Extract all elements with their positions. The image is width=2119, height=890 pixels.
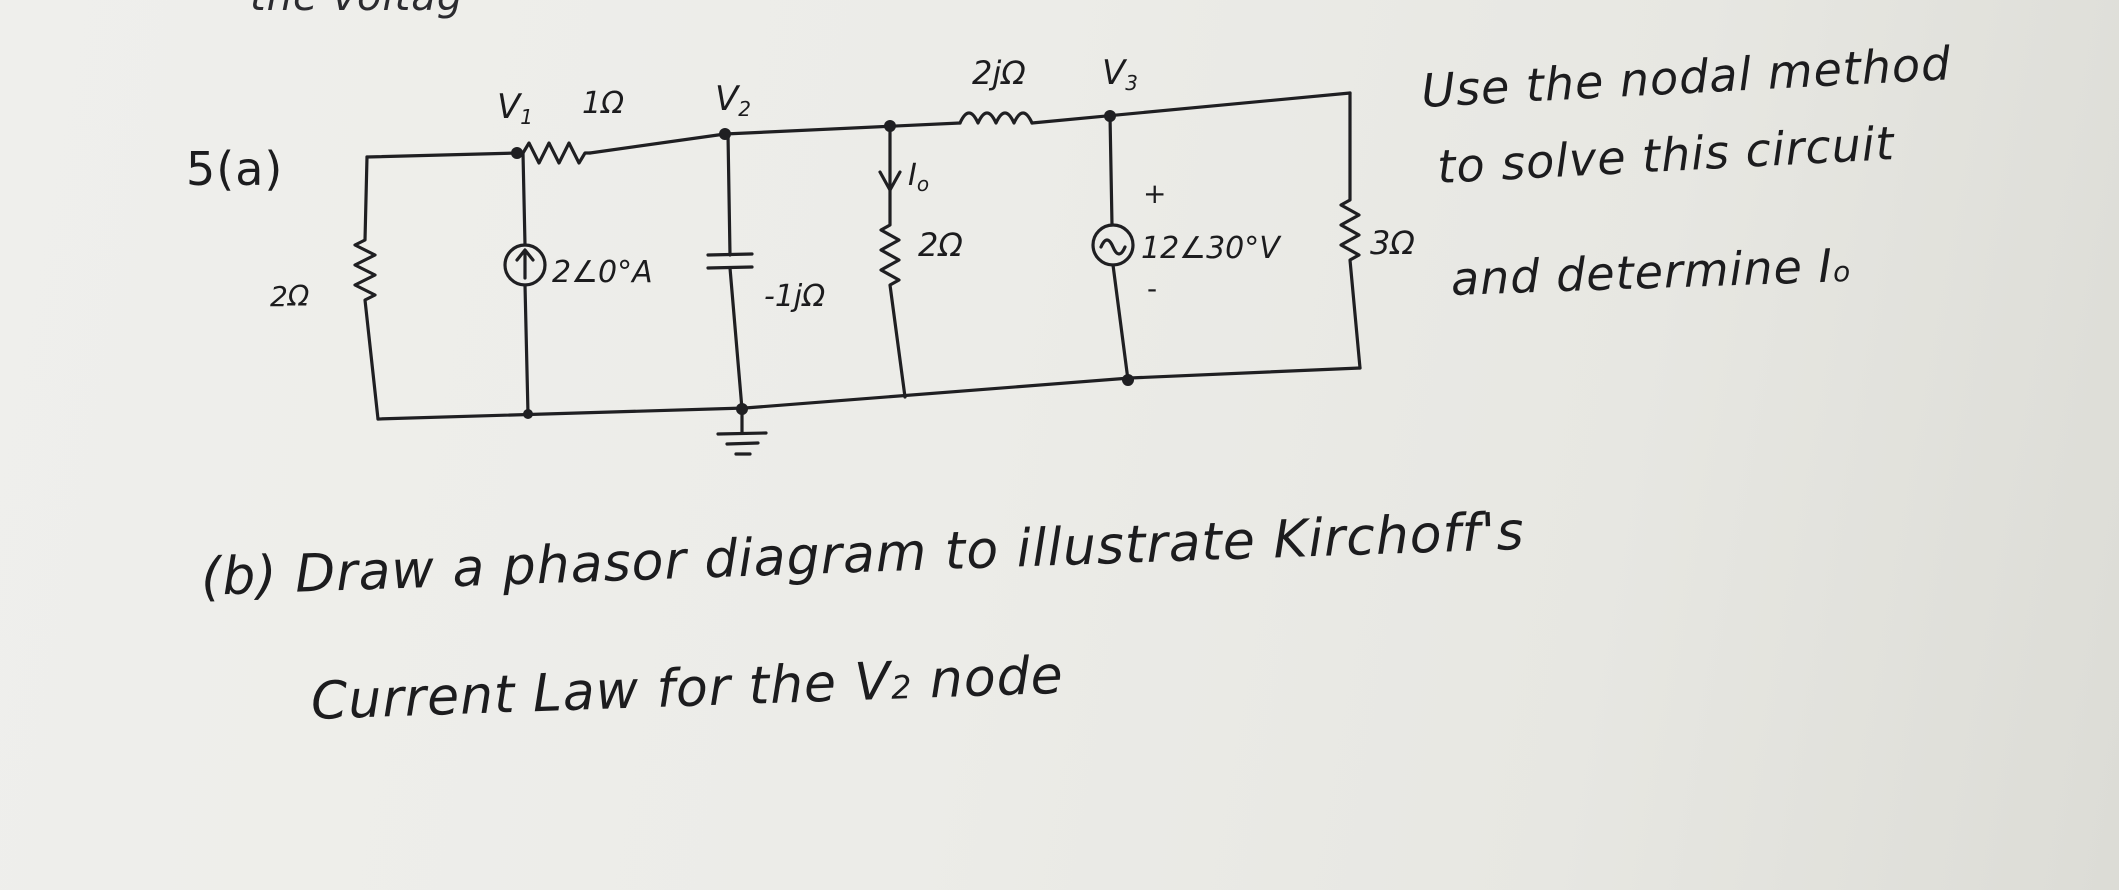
problem-b-line-2-suffix: node (911, 645, 1065, 711)
bottom-left-dot (523, 409, 533, 419)
l-series-inductor (958, 111, 1034, 125)
circuit-diagram: V1 1Ω V2 2jΩ V3 2Ω 2∠0°A -1jΩ Io 2Ω + 12… (270, 53, 1415, 456)
r-series-1-label: 1Ω (582, 86, 624, 121)
r-right-branch (1339, 91, 1362, 370)
ground-symbol (716, 407, 768, 456)
instruction-line-3-sub: o (1832, 255, 1852, 289)
capacitor-plate-top (706, 252, 754, 257)
voltage-source-branch-top (1108, 113, 1114, 227)
voltage-source-wave (1099, 238, 1127, 256)
voltage-source-branch-bottom (1111, 263, 1130, 382)
current-io-arrow (878, 170, 902, 192)
current-io-label: Io (908, 158, 929, 196)
r-mid-branch (879, 124, 907, 399)
problem-b-line-2-sub: 2 (890, 667, 914, 707)
voltage-source-plus: + (1143, 177, 1166, 210)
bottom-vs-dot (1122, 374, 1134, 386)
node-v3-label: V3 (1102, 53, 1138, 95)
l-series-label: 2jΩ (972, 54, 1026, 92)
header-fragment: the voltag (250, 0, 463, 20)
capacitor-label: -1jΩ (764, 279, 825, 314)
node-v3-dot (1104, 110, 1116, 122)
r-left-branch (353, 155, 380, 421)
current-source-branch-top (521, 151, 527, 247)
ground-node-dot (736, 403, 748, 415)
voltage-source-label: 12∠30°V (1141, 231, 1282, 266)
voltage-source-minus: - (1147, 272, 1157, 305)
top-wire-right (1030, 91, 1352, 125)
current-source-label: 2∠0°A (552, 255, 653, 290)
top-wire-left (365, 151, 520, 159)
node-junction-dot (884, 120, 896, 132)
node-v1-label: V1 (497, 87, 533, 129)
node-v2-label: V2 (715, 79, 751, 121)
node-v2-dot (719, 128, 731, 140)
r-left-label: 2Ω (270, 280, 310, 313)
current-source-branch-bottom (523, 283, 530, 416)
top-wire-mid (588, 121, 962, 155)
bottom-wire (376, 366, 1362, 421)
node-v1-dot (511, 147, 523, 159)
capacitor-branch-top (726, 132, 732, 257)
capacitor-branch-bottom (728, 266, 744, 411)
problem-a-label: 5(a) (186, 142, 284, 196)
r-series-1-resistor (516, 141, 592, 165)
current-source-arrow (515, 248, 535, 280)
r-mid-label: 2Ω (918, 226, 963, 264)
r-right-label: 3Ω (1370, 224, 1415, 262)
